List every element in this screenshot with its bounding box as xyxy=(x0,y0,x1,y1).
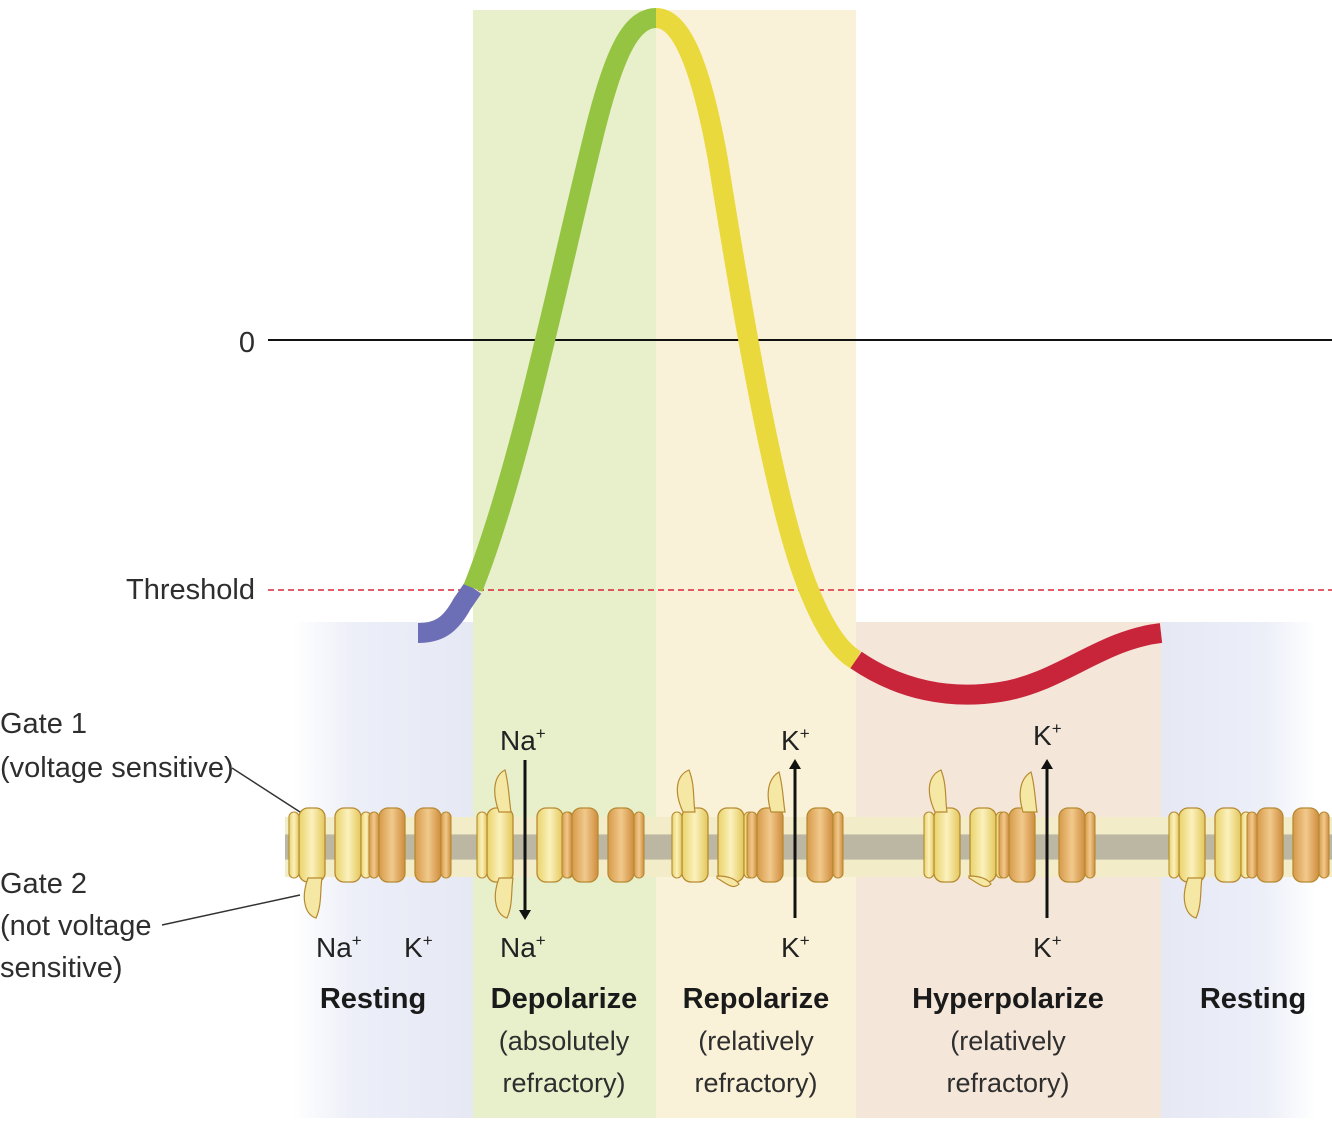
action-potential-trace xyxy=(293,8,1316,705)
ion-na-bottom-depolarize: Na+ xyxy=(500,931,546,963)
band-depolarize xyxy=(473,10,656,1118)
ion-channels xyxy=(288,769,1330,919)
phase-label-resting-left: Resting xyxy=(320,983,426,1015)
gate2-flap xyxy=(303,877,323,919)
ion-k-bottom-hyperpolarize: K+ xyxy=(1033,931,1062,963)
trace-depolarize xyxy=(463,8,658,592)
gate1-title: Gate 1 xyxy=(0,708,87,740)
trace-hyperpolarize xyxy=(850,623,1163,705)
ion-k-top-repolarize: K+ xyxy=(781,724,810,756)
sodium-channel-resting-left xyxy=(288,807,372,919)
gate2-flap xyxy=(1183,877,1203,919)
potassium-channel-hyperpolarize xyxy=(998,771,1096,883)
phase-desc-depolarize-2: refractory) xyxy=(502,1068,625,1098)
gate2-description-line1: (not voltage xyxy=(0,910,152,942)
phase-desc-repolarize-2: refractory) xyxy=(694,1068,817,1098)
ion-k-bottom-repolarize: K+ xyxy=(781,931,810,963)
potassium-channel-resting-left xyxy=(368,807,452,883)
gate1-leader xyxy=(231,767,301,813)
phase-desc-hyperpolarize-2: refractory) xyxy=(946,1068,1069,1098)
threshold-label: Threshold xyxy=(126,574,255,606)
ion-k-top-hyperpolarize: K+ xyxy=(1033,719,1062,751)
phase-label-depolarize: Depolarize xyxy=(491,983,638,1015)
trace-resting-left xyxy=(417,582,482,643)
potassium-channel-depolarize xyxy=(561,807,645,883)
phase-label-hyperpolarize: Hyperpolarize xyxy=(912,983,1104,1015)
zero-label: 0 xyxy=(239,327,255,359)
gate2-description-line2: sensitive) xyxy=(0,952,123,984)
potassium-channel-resting-right xyxy=(1246,807,1330,883)
trace-repolarize xyxy=(654,8,862,669)
potassium-channel-repolarize xyxy=(746,771,844,883)
gate2-title: Gate 2 xyxy=(0,868,87,900)
gate2-leader xyxy=(161,894,301,926)
ion-na-top-depolarize: Na+ xyxy=(500,724,546,756)
gate1-description: (voltage sensitive) xyxy=(0,752,234,784)
phase-desc-repolarize-1: (relatively xyxy=(698,1026,814,1056)
phase-desc-hyperpolarize-1: (relatively xyxy=(950,1026,1066,1056)
phase-label-resting-right: Resting xyxy=(1200,983,1306,1015)
phase-label-repolarize: Repolarize xyxy=(683,983,830,1015)
band-repolarize xyxy=(656,10,856,1118)
ion-na-bottom-resting: Na+ xyxy=(316,931,362,963)
ion-k-bottom-resting: K+ xyxy=(404,931,433,963)
phase-desc-depolarize-1: (absolutely xyxy=(499,1026,630,1056)
